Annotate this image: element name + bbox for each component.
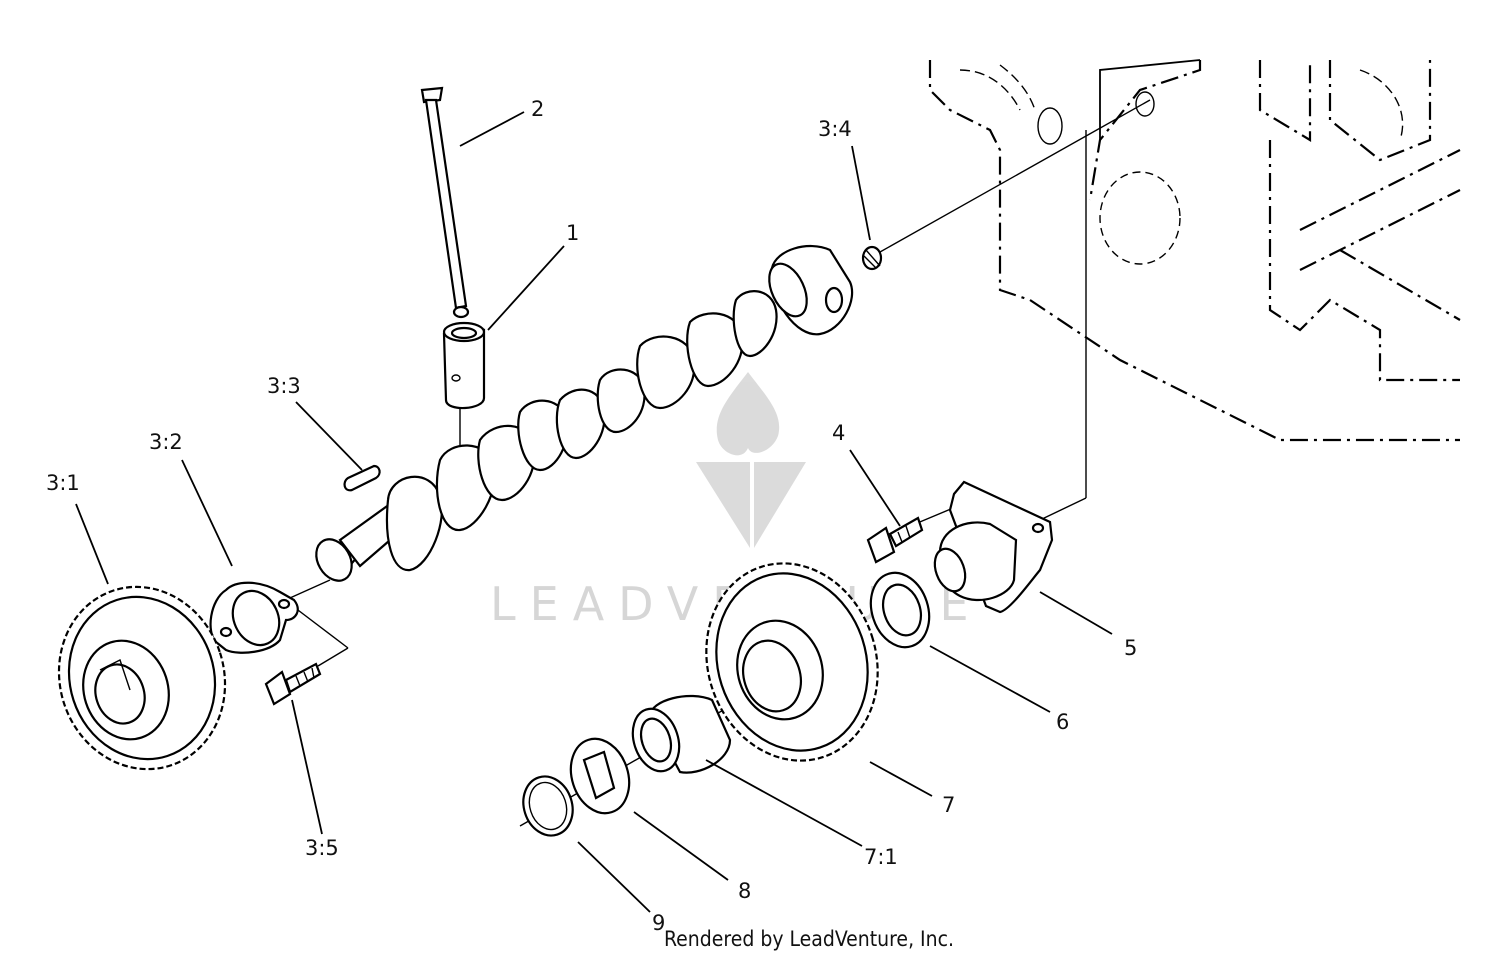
callout-3-2: 3:2 (149, 430, 183, 454)
callout-7: 7 (942, 793, 955, 817)
bushing (631, 694, 732, 774)
callout-3-5: 3:5 (305, 836, 339, 860)
woodruff-key (343, 464, 381, 492)
callout-8: 8 (738, 879, 751, 903)
callout-4: 4 (832, 421, 845, 445)
cap-screw-3-5 (264, 662, 322, 706)
callout-1: 1 (566, 221, 579, 245)
engine-block (928, 59, 1461, 442)
snap-ring (522, 775, 574, 837)
callout-9: 9 (652, 911, 665, 935)
idler-gear (705, 562, 879, 762)
push-rod (420, 86, 470, 319)
cam-follower (442, 321, 486, 410)
callout-3-4: 3:4 (818, 117, 852, 141)
footer-credit: Rendered by LeadVenture, Inc. (664, 927, 954, 951)
callout-2: 2 (531, 97, 544, 121)
callout-leaders (75, 111, 1113, 913)
leadventure-flame-v-logo (696, 372, 806, 548)
callout-7-1: 7:1 (864, 845, 898, 869)
thrust-washer-6 (869, 571, 931, 649)
cap-screw-4 (866, 516, 924, 564)
callout-labels: 2 1 3:4 3:3 3:2 3:1 4 5 6 7 7:1 8 9 3:5 (46, 97, 1137, 935)
plug (861, 245, 883, 271)
camshaft-gear (57, 585, 227, 771)
callout-5: 5 (1124, 636, 1137, 660)
callout-3-1: 3:1 (46, 471, 80, 495)
callout-6: 6 (1056, 710, 1069, 734)
callout-3-3: 3:3 (267, 374, 301, 398)
camshaft (315, 245, 854, 582)
idler-spindle (933, 480, 1054, 614)
thrust-plate (209, 581, 299, 654)
center-lines (91, 99, 1151, 827)
thrust-washer-8 (569, 737, 631, 815)
